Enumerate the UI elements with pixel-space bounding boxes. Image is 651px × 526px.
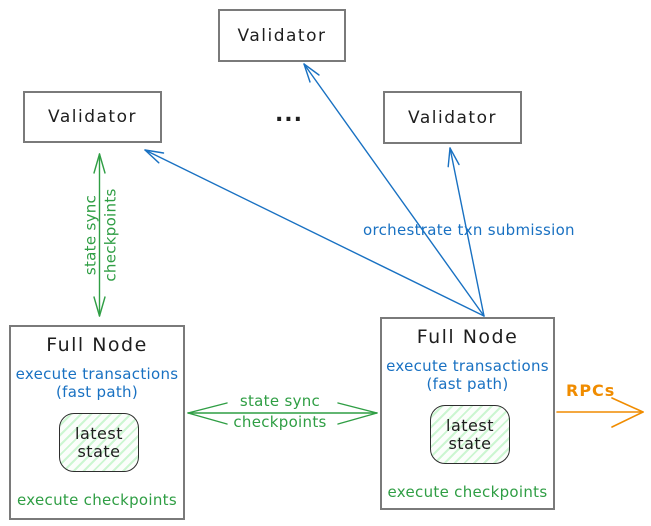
orchestrate-arrow-to-top-validator [303, 63, 485, 317]
latest-state-box-right: latest state [430, 405, 510, 464]
latest-state-box-left: latest state [59, 413, 139, 472]
state-sync-checkpoints-label-middle: state sync checkpoints [226, 391, 334, 433]
validator-left-label: Validator [48, 107, 137, 127]
latest-state-label-left: latest state [75, 423, 123, 461]
fast-path-label: (fast path) [426, 375, 509, 393]
full-node-right-box: Full Node execute transactions (fast pat… [380, 317, 555, 510]
orchestrate-txn-submission-label: orchestrate txn submission [363, 221, 575, 239]
checkpoints-line: checkpoints [101, 188, 120, 282]
validators-ellipsis: ... [274, 102, 304, 127]
full-node-left-execute-transactions: execute transactions (fast path) [11, 365, 183, 401]
latest-state-line2: state [77, 441, 121, 461]
latest-state-label-right: latest state [446, 415, 494, 453]
latest-state-line1: latest [75, 423, 123, 443]
execute-transactions-label: execute transactions [15, 365, 179, 383]
orchestrate-arrow-to-left-validator [144, 149, 485, 317]
validator-top-label: Validator [237, 25, 327, 46]
state-sync-checkpoints-label-left: state sync checkpoints [81, 175, 121, 296]
execute-checkpoints-label-left: execute checkpoints [17, 491, 177, 509]
state-sync-arrow-horizontal [187, 402, 378, 425]
state-sync-arrow-vertical [93, 153, 106, 317]
fast-path-label: (fast path) [55, 383, 139, 401]
validator-right-box: Validator [383, 91, 522, 144]
rpcs-arrow [556, 397, 644, 428]
full-node-left-box: Full Node execute transactions (fast pat… [9, 325, 185, 520]
validator-left-box: Validator [23, 91, 162, 143]
latest-state-line1: latest [446, 415, 494, 435]
validator-right-label: Validator [408, 107, 497, 128]
full-node-left-title: Full Node [46, 334, 148, 356]
orchestrate-arrow-to-right-validator [447, 147, 485, 317]
full-node-right-title: Full Node [416, 326, 519, 348]
execute-checkpoints-label-right: execute checkpoints [387, 483, 548, 501]
state-sync-line: state sync [239, 392, 321, 410]
execute-transactions-label: execute transactions [386, 357, 549, 375]
full-node-right-execute-transactions: execute transactions (fast path) [382, 357, 553, 393]
rpcs-label: RPCs [566, 381, 616, 400]
checkpoints-line: checkpoints [233, 413, 327, 431]
latest-state-line2: state [448, 433, 492, 453]
state-sync-line: state sync [81, 194, 100, 276]
validator-top-box: Validator [218, 9, 346, 62]
